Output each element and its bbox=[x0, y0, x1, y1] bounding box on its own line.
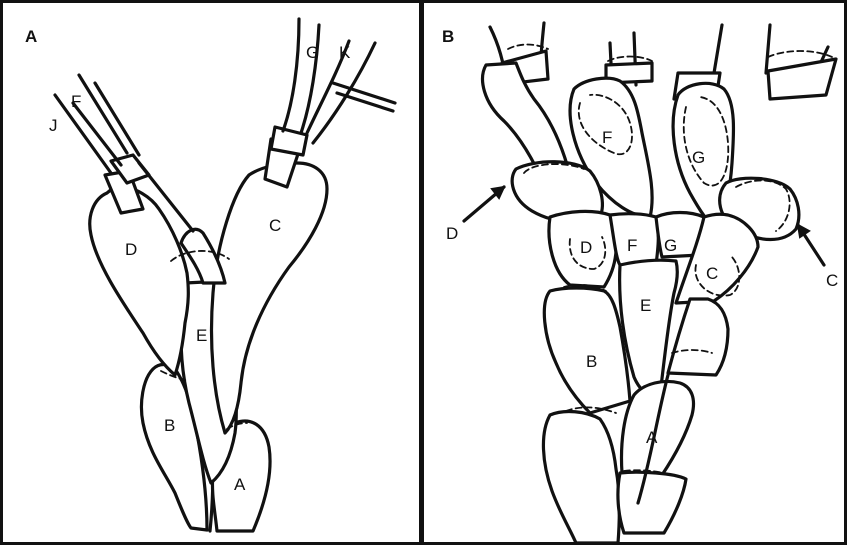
label-d: D bbox=[125, 240, 137, 259]
finger-5-line bbox=[714, 25, 722, 73]
bone-right-column bbox=[668, 299, 728, 375]
label-f: F bbox=[71, 92, 81, 111]
label-c: C bbox=[269, 216, 281, 235]
label-d-mid: D bbox=[580, 238, 592, 257]
label-c-outer: C bbox=[826, 271, 838, 290]
digit-g-line-1 bbox=[283, 19, 299, 131]
label-c-mid: C bbox=[706, 264, 718, 283]
dashed-art-top2 bbox=[608, 57, 652, 62]
panel-b-drawing: A B C D E F G D F G C bbox=[424, 3, 847, 548]
label-f-upper: F bbox=[602, 128, 612, 147]
digit-f-line-2 bbox=[95, 83, 139, 155]
label-d-outer: D bbox=[446, 224, 458, 243]
label-b: B bbox=[586, 352, 597, 371]
bone-c-panel-a bbox=[212, 163, 328, 433]
label-f-mid: F bbox=[627, 236, 637, 255]
panel-b: B bbox=[421, 0, 847, 545]
bone-lower-center bbox=[618, 472, 686, 533]
label-j: J bbox=[49, 116, 58, 135]
label-e: E bbox=[196, 326, 207, 345]
label-b: B bbox=[164, 416, 175, 435]
phalanx-top-right bbox=[768, 59, 836, 99]
label-g-mid: G bbox=[664, 236, 677, 255]
bone-d-panel-a bbox=[90, 187, 189, 375]
pointer-rod-2 bbox=[337, 93, 393, 111]
finger-6-line bbox=[766, 25, 770, 73]
label-a: A bbox=[234, 475, 246, 494]
bone-b-panel-b bbox=[544, 288, 630, 413]
panel-a-drawing: A B C D E F G J K bbox=[3, 3, 425, 548]
label-g-upper: G bbox=[692, 148, 705, 167]
arrow-c-head bbox=[798, 225, 809, 237]
bone-lower-left bbox=[543, 412, 619, 543]
digit-j-line-1 bbox=[55, 95, 111, 173]
label-k: K bbox=[339, 43, 351, 62]
label-a: A bbox=[646, 428, 658, 447]
panel-a: A bbox=[0, 0, 422, 545]
label-e: E bbox=[640, 296, 651, 315]
label-g: G bbox=[306, 43, 319, 62]
